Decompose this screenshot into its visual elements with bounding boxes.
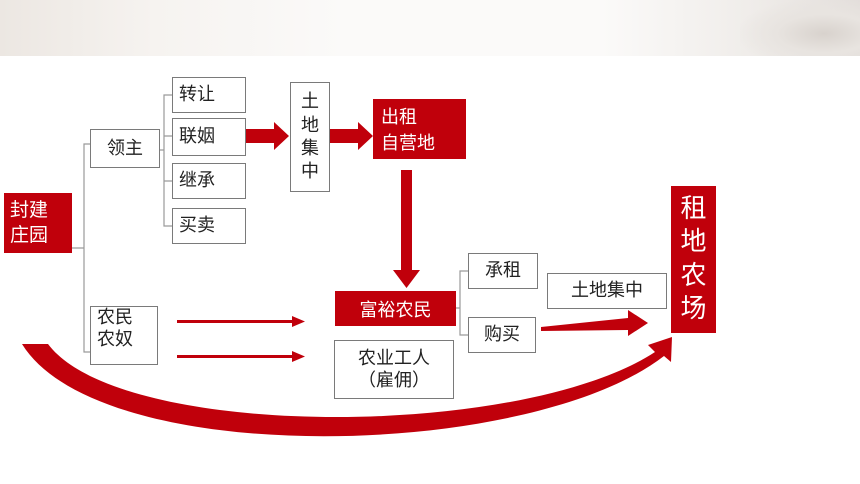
node-lease-self-operated: 出租 自营地	[373, 99, 466, 159]
node-farm-laborer-line1: 农业工人	[358, 347, 430, 369]
header-illustration	[740, 0, 860, 56]
node-manor: 封建庄园	[4, 193, 72, 253]
curved-arrow-manor-to-farm	[22, 337, 672, 437]
bracket-manor	[72, 143, 90, 353]
node-transfer: 转让	[172, 77, 246, 113]
node-peasant: 农民 农奴	[90, 306, 158, 365]
arrow-methods-to-concentration	[246, 122, 289, 150]
node-rich-peasant: 富裕农民	[335, 291, 456, 326]
header-banner	[0, 0, 860, 56]
arrow-lease-to-rich-peasant	[393, 170, 420, 288]
node-land-concentration: 土地集中	[547, 273, 667, 309]
arrow-purchase-to-farm	[541, 310, 648, 336]
arrow-peasant-to-laborer	[177, 351, 305, 362]
node-lease-farm-label: 租地农场	[680, 193, 707, 324]
node-land-concentration-vertical: 土地集中	[290, 82, 330, 192]
node-farm-laborer: 农业工人 （雇佣）	[334, 340, 454, 399]
arrow-concentration-to-lease	[330, 122, 373, 150]
bracket-rich-peasant	[456, 270, 468, 336]
node-farm-laborer-line2: （雇佣）	[358, 369, 430, 391]
node-marriage: 联姻	[172, 118, 246, 156]
node-land-concentration-vertical-label: 土地集中	[301, 91, 319, 183]
node-trade: 买卖	[172, 208, 246, 244]
node-lord: 领主	[90, 129, 160, 168]
node-lease-self-operated-line1: 出租	[381, 107, 417, 128]
node-lease-farm: 租地农场	[671, 186, 716, 333]
bracket-lord	[160, 94, 172, 227]
node-lease-self-operated-line2: 自营地	[381, 133, 435, 154]
node-purchase: 购买	[468, 317, 536, 353]
arrow-peasant-to-rich	[177, 316, 305, 327]
node-rent: 承租	[468, 253, 538, 289]
node-manor-label: 封建庄园	[10, 199, 49, 246]
node-peasant-line1: 农民	[97, 307, 133, 328]
node-inherit: 继承	[172, 163, 246, 199]
node-peasant-line2: 农奴	[97, 328, 133, 350]
